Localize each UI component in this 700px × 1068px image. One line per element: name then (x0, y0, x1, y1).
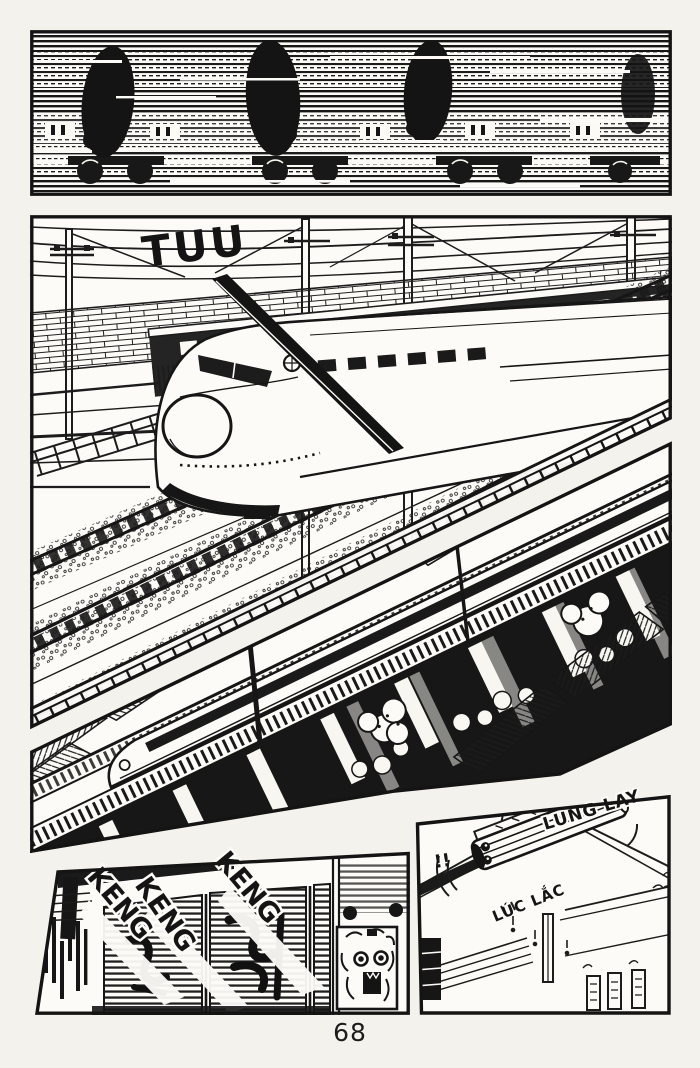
panel-speeding-train-blur (30, 30, 672, 196)
panel-border (30, 30, 672, 196)
lion-emblem (340, 928, 395, 1002)
window-band (317, 347, 487, 373)
lintel-beam (58, 860, 234, 888)
motion-arcs (436, 823, 639, 915)
windshield (198, 355, 272, 387)
panel-border (415, 794, 671, 1015)
trees (357, 590, 612, 745)
panel-swaying-lamp: !! LÚC LẮC LUNG LAY (415, 788, 671, 1015)
panel-border (30, 215, 672, 730)
viaduct-train (107, 451, 672, 789)
foreground-mast (212, 274, 404, 454)
panel-viaduct-town (30, 441, 672, 854)
panel-rattling-shutters: KENG KENG KENG (35, 845, 410, 1015)
bogie-wheels (68, 156, 660, 184)
droplet-marks (510, 916, 570, 956)
pole-blur-silhouettes (81, 40, 655, 158)
floor-shadow (92, 1006, 330, 1015)
panel-border (35, 851, 410, 1015)
center-post (542, 913, 554, 983)
wall-windows (586, 969, 646, 1011)
flash-streaks (79, 887, 324, 1013)
nose-skirt-shadow (162, 483, 280, 516)
page-number: 68 (333, 1018, 367, 1047)
sfx-exclaim: !! (433, 850, 452, 873)
panel-shinkansen-approach: TUU (30, 215, 672, 730)
viaduct-near-girder (30, 478, 672, 853)
highlight-streaks (30, 56, 670, 188)
panel-border (30, 441, 672, 854)
catenary-wires (30, 218, 672, 282)
headlight-dome (161, 393, 233, 459)
tree-speckles (377, 607, 593, 729)
emblem-niche (331, 857, 410, 1015)
